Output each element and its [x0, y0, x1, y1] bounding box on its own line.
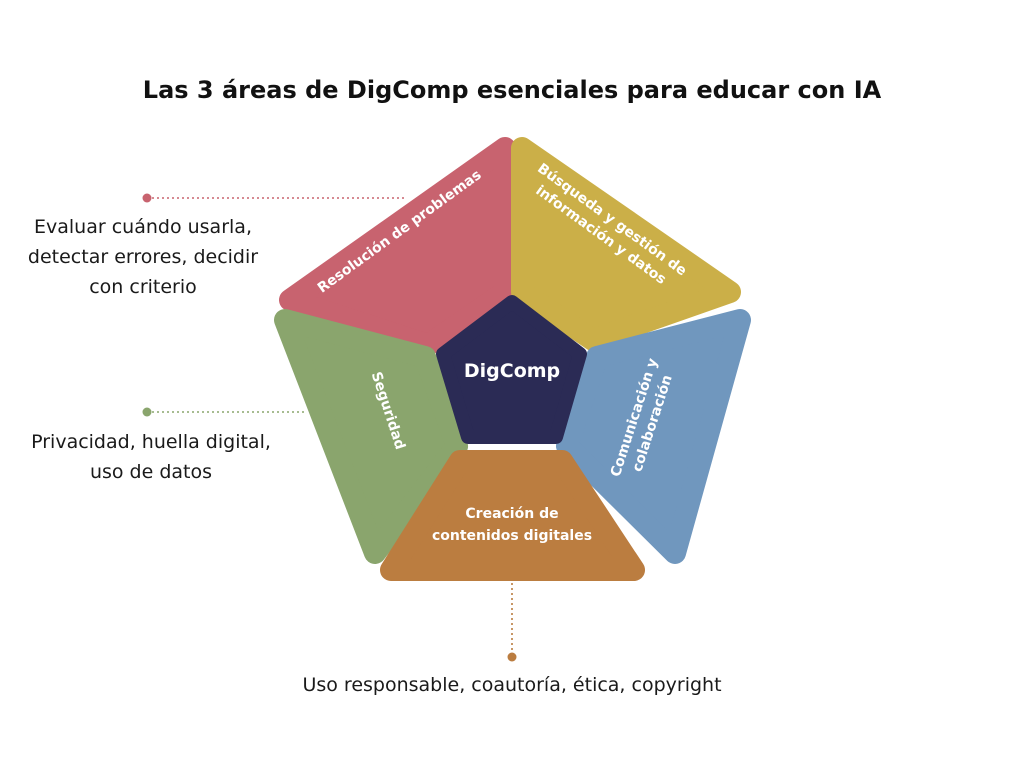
segment-creacion-de-contenidos	[380, 450, 645, 581]
segment-seguridad	[274, 309, 468, 564]
connector-dot-seguridad	[142, 407, 152, 417]
note-resolucion: Evaluar cuándo usarla, detectar errores,…	[27, 216, 259, 298]
note-creacion: Uso responsable, coautoría, ética, copyr…	[302, 674, 722, 696]
segment-resolucion-de-problemas	[279, 137, 516, 356]
connector-dot-resolucion	[142, 193, 152, 203]
page-title: Las 3 áreas de DigComp esenciales para e…	[142, 76, 882, 104]
center-pentagon	[436, 295, 587, 444]
connector-dot-creacion	[507, 652, 517, 662]
note-seguridad: Privacidad, huella digital, uso de datos	[31, 431, 271, 483]
label-creacion-line2: contenidos digitales	[432, 528, 592, 544]
segment-comunicacion-y-colaboracion	[556, 309, 751, 564]
center-label: DigComp	[464, 360, 560, 382]
label-creacion-line1: Creación de	[465, 506, 558, 522]
segment-busqueda-y-gestion	[511, 137, 741, 351]
